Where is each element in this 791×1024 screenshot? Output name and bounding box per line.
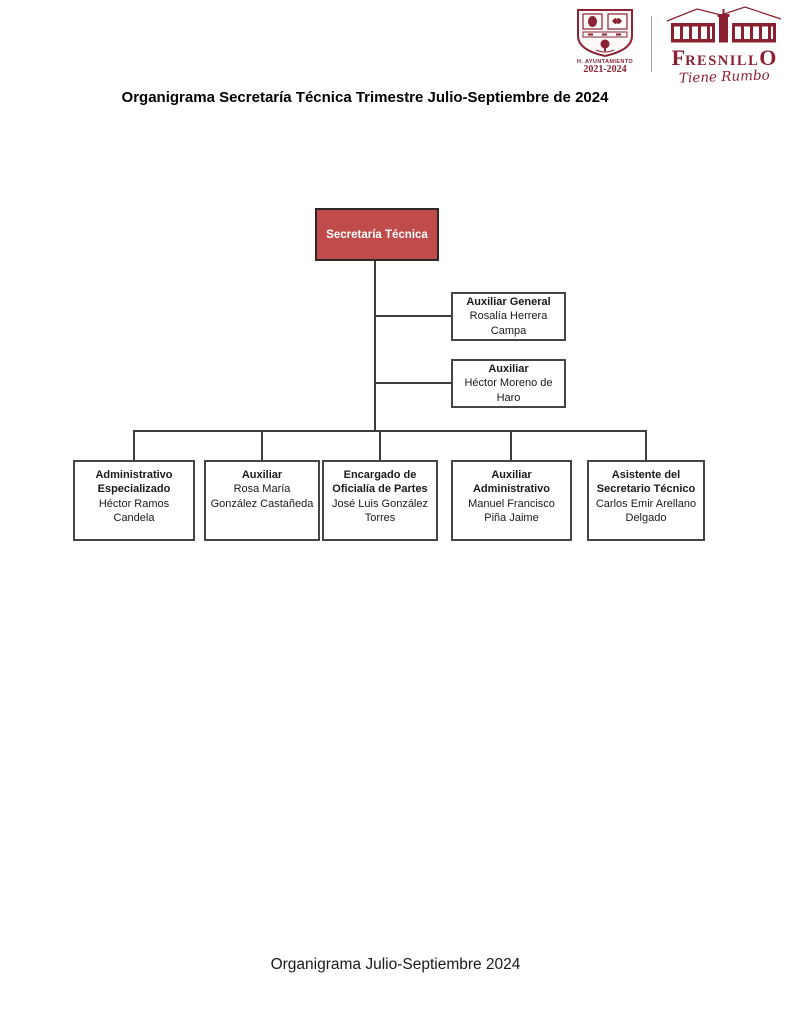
org-node-title: Administrativo Especializado bbox=[95, 469, 173, 496]
org-node-name: José Luis González Torres bbox=[332, 497, 428, 524]
connector-drop-3 bbox=[379, 430, 381, 460]
org-node-title: Secretaría Técnica bbox=[326, 228, 428, 241]
org-node-title: Encargado de Oficialía de Partes bbox=[332, 469, 428, 496]
fresnillo-brand-logo: FresnillO Tiene Rumbo bbox=[658, 6, 790, 87]
org-node-name: Héctor Ramos Candela bbox=[98, 497, 170, 524]
org-node-auxiliar: Auxiliar Héctor Moreno de Haro bbox=[451, 359, 566, 408]
page-footer: Organigrama Julio-Septiembre 2024 bbox=[270, 956, 521, 973]
org-node-name: Rosalía Herrera Campa bbox=[469, 310, 548, 337]
crest-years: 2021-2024 bbox=[583, 64, 627, 75]
org-node-auxiliar-rosa: Auxiliar Rosa María González Castañeda bbox=[204, 460, 320, 541]
connector-drop-4 bbox=[510, 430, 512, 460]
org-node-name: Rosa María González Castañeda bbox=[210, 483, 314, 510]
org-node-title: Auxiliar General bbox=[466, 296, 551, 309]
org-node-title: Asistente del Secretario Técnico bbox=[596, 469, 696, 496]
page-title: Organigrama Secretaría Técnica Trimestre… bbox=[121, 89, 609, 106]
aqueduct-icon bbox=[666, 6, 782, 43]
connector-drop-5 bbox=[645, 430, 647, 460]
connector-assistant-2 bbox=[376, 382, 451, 384]
brand-middle-letters: resnill bbox=[685, 53, 760, 69]
municipal-crest-logo: H. AYUNTAMIENTO 2021-2024 bbox=[563, 8, 647, 75]
org-node-name: Héctor Moreno de Haro bbox=[464, 377, 553, 404]
brand-first-letter: F bbox=[671, 45, 686, 70]
org-node-title: Auxiliar bbox=[488, 363, 529, 376]
brand-tagline: Tiene Rumbo bbox=[678, 67, 770, 87]
connector-assistant-1 bbox=[376, 315, 451, 317]
org-node-name: Manuel Francisco Piña Jaime bbox=[468, 497, 555, 524]
org-node-auxiliar-general: Auxiliar General Rosalía Herrera Campa bbox=[451, 292, 566, 341]
crest-caption: H. AYUNTAMIENTO bbox=[576, 59, 634, 65]
org-node-encargado-oficialia: Encargado de Oficialía de Partes José Lu… bbox=[322, 460, 438, 541]
connector-drop-1 bbox=[133, 430, 135, 460]
org-node-title: Auxiliar Administrativo bbox=[472, 469, 550, 496]
org-node-asistente-secretario: Asistente del Secretario Técnico Carlos … bbox=[587, 460, 705, 541]
brand-last-letter: O bbox=[759, 45, 777, 70]
logo-divider bbox=[651, 16, 652, 72]
org-node-administrativo-especializado: Administrativo Especializado Héctor Ramo… bbox=[73, 460, 195, 541]
org-node-name: Carlos Emir Arellano Delgado bbox=[595, 497, 697, 524]
brand-wordmark: FresnillO bbox=[672, 47, 777, 69]
connector-drop-2 bbox=[261, 430, 263, 460]
org-node-title: Auxiliar bbox=[241, 469, 283, 481]
org-node-root: Secretaría Técnica bbox=[315, 208, 439, 261]
connector-horizontal bbox=[133, 430, 647, 432]
connector-root-vertical bbox=[374, 261, 376, 432]
crest-shield-icon bbox=[577, 9, 633, 58]
org-node-auxiliar-administrativo: Auxiliar Administrativo Manuel Francisco… bbox=[451, 460, 572, 541]
